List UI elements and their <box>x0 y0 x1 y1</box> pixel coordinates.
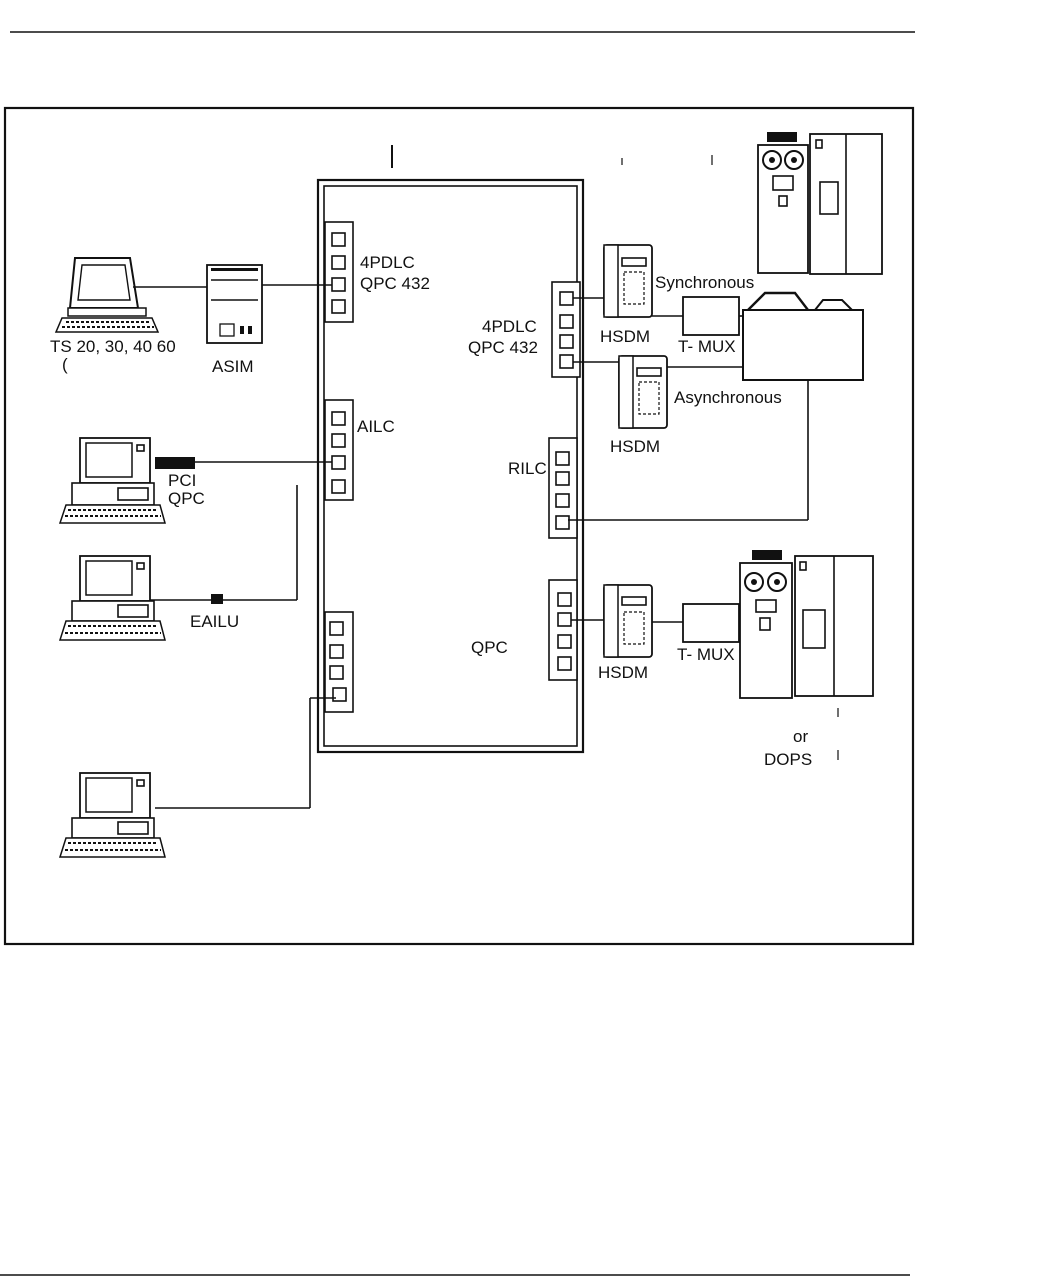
tmux-label-2: T- MUX <box>677 645 735 664</box>
card-4pdlc-left <box>324 221 354 323</box>
card-lower-left <box>324 611 354 713</box>
computer-cabinet-icon-2 <box>739 550 874 699</box>
pdlc-right-label-1: 4PDLC <box>482 317 537 336</box>
card-qpc-right <box>548 579 578 681</box>
pdlc-left-label-2: QPC 432 <box>360 274 430 293</box>
terminal-icon <box>54 257 160 333</box>
pci-qpc-label: QPC <box>168 489 205 508</box>
rilc-label: RILC <box>508 459 547 478</box>
dops-label: DOPS <box>764 750 812 769</box>
hsdm-icon-1 <box>603 244 653 318</box>
card-ailc <box>324 399 354 501</box>
tmux-label-1: T- MUX <box>678 337 736 356</box>
synchronous-label: Synchronous <box>655 273 754 292</box>
asynchronous-label: Asynchronous <box>674 388 782 407</box>
tmux-box-1 <box>682 296 740 336</box>
ailc-label: AILC <box>357 417 395 436</box>
pci-label: PCI <box>168 471 196 490</box>
computer-cabinet-icon-1 <box>757 132 883 275</box>
hsdm-label-1: HSDM <box>600 327 650 346</box>
pci-module <box>155 457 195 469</box>
eailu-module <box>211 594 223 604</box>
hsdm-label-2: HSDM <box>610 437 660 456</box>
terminal-models-label: TS 20, 30, 40 60 <box>50 337 176 356</box>
qpc-lower-label: QPC <box>471 638 508 657</box>
hsdm-label-3: HSDM <box>598 663 648 682</box>
hsdm-icon-2 <box>618 355 668 429</box>
tmux-box-2 <box>682 603 740 643</box>
or-label: or <box>793 727 808 746</box>
pc-icon-1 <box>58 437 166 524</box>
pc-icon-2 <box>58 555 166 641</box>
printer-icon <box>742 291 864 381</box>
figure-frame <box>3 106 915 946</box>
card-rilc <box>548 437 578 539</box>
asim-label: ASIM <box>212 357 254 376</box>
pdlc-right-label-2: QPC 432 <box>468 338 538 357</box>
svg-text:(: ( <box>62 355 68 374</box>
asim-icon <box>206 264 263 344</box>
eailu-label: EAILU <box>190 612 239 631</box>
pc-icon-3 <box>58 772 166 858</box>
pdlc-left-label-1: 4PDLC <box>360 253 415 272</box>
hsdm-icon-3 <box>603 584 653 658</box>
